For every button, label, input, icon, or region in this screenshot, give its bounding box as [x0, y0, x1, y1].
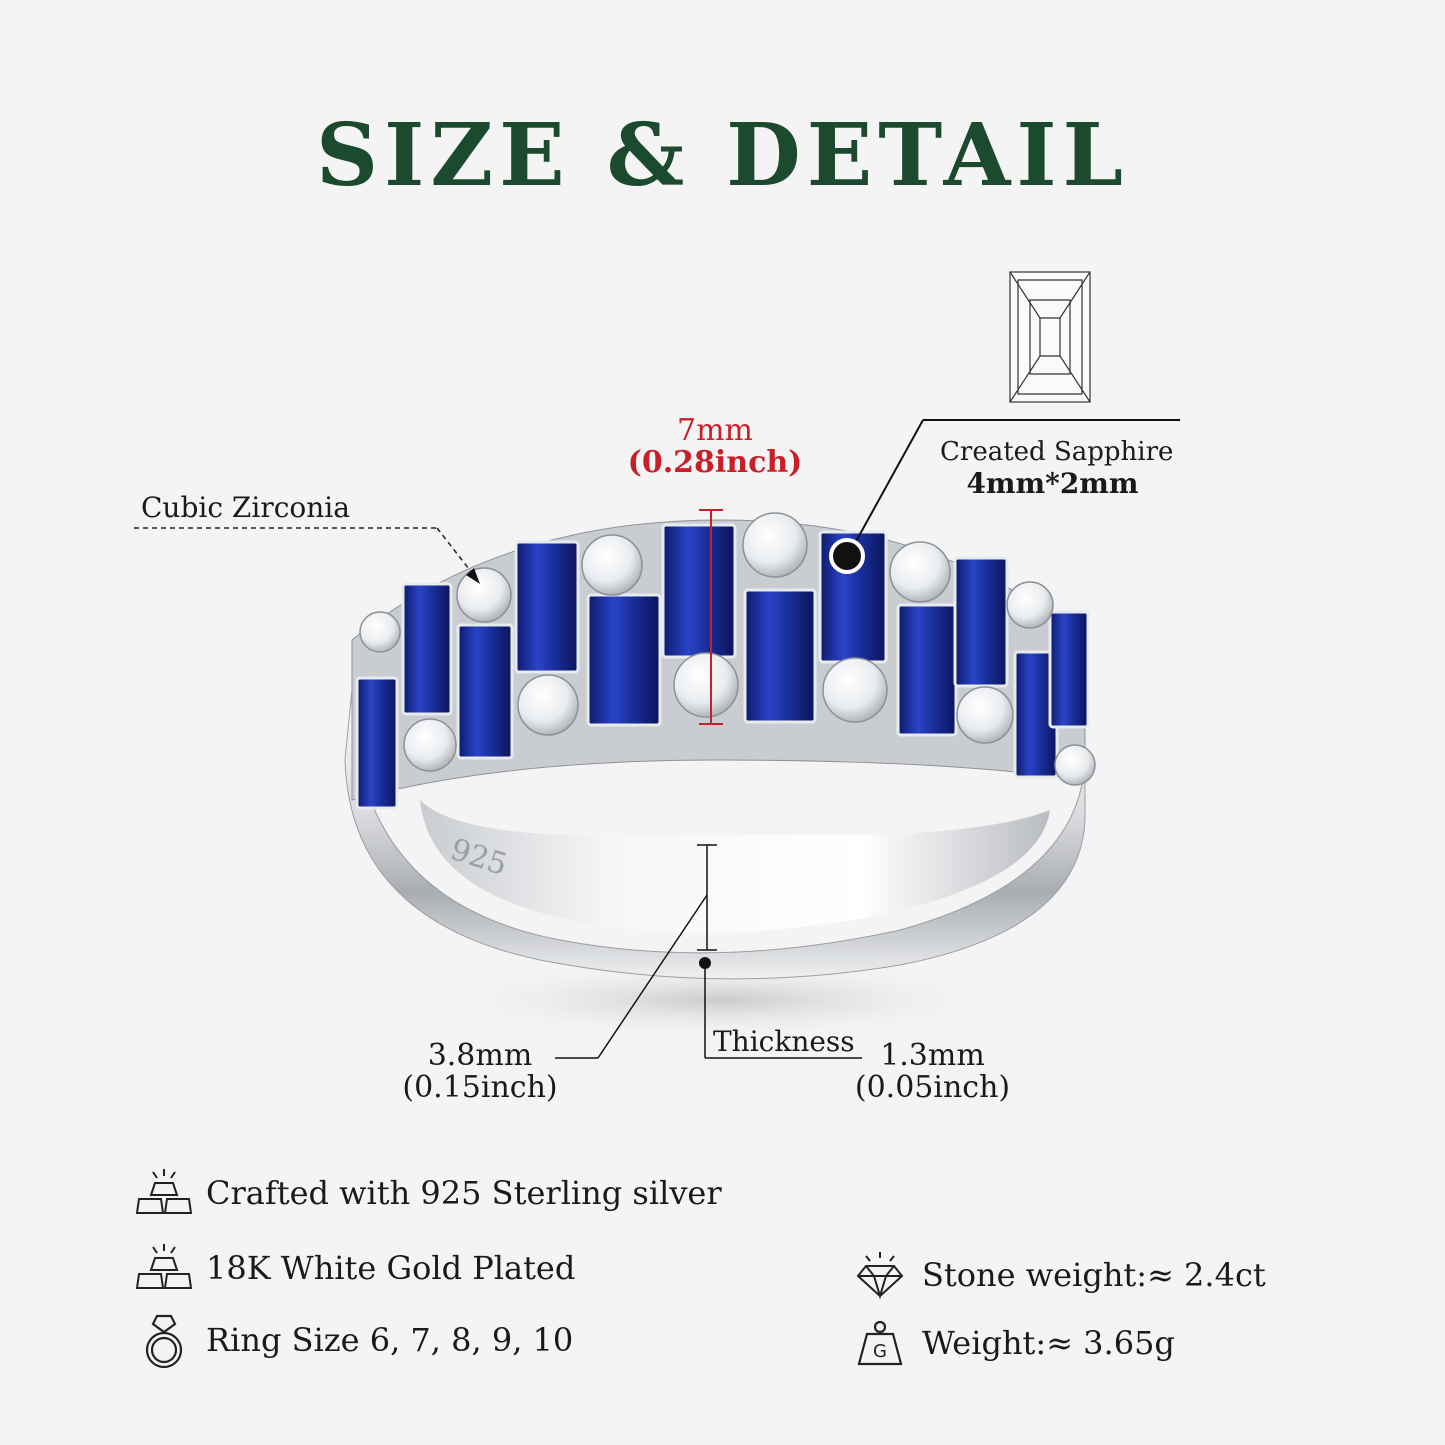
- silver-bars-icon: [132, 1165, 196, 1221]
- cz-arrow: [466, 568, 480, 584]
- thickness-value-label: 1.3mm (0.05inch): [840, 1040, 1025, 1104]
- page-title: SIZE & DETAIL: [315, 105, 1130, 206]
- gold-bars-icon: [132, 1240, 196, 1296]
- svg-text:G: G: [873, 1341, 887, 1362]
- thickness-dimension: [704, 963, 862, 1059]
- diamond-icon: [848, 1247, 912, 1303]
- feature-text: Crafted with 925 Sterling silver: [206, 1174, 722, 1212]
- width-in: (0.28inch): [627, 445, 803, 480]
- sapphire-stones: [355, 523, 1090, 810]
- feature-sterling-silver: Crafted with 925 Sterling silver: [132, 1165, 722, 1221]
- band-mm: 3.8mm: [427, 1038, 533, 1073]
- thickness-in: (0.05inch): [854, 1070, 1011, 1105]
- feature-stone-weight: Stone weight:≈ 2.4ct: [848, 1247, 1266, 1303]
- ring-inner-band: [420, 800, 1050, 933]
- feature-weight: G Weight:≈ 3.65g: [848, 1315, 1175, 1371]
- sapphire-label: Created Sapphire 4mm*2mm: [940, 436, 1174, 500]
- width-dimension: [699, 509, 723, 725]
- feature-white-gold: 18K White Gold Plated: [132, 1240, 575, 1296]
- feature-text: 18K White Gold Plated: [206, 1249, 576, 1287]
- ring-icon: [132, 1312, 196, 1369]
- weight-icon: G: [848, 1315, 912, 1371]
- feature-text: Weight:≈ 3.65g: [922, 1324, 1175, 1362]
- sapphire-name: Created Sapphire: [940, 437, 1174, 467]
- feature-ring-size: Ring Size 6, 7, 8, 9, 10: [132, 1312, 574, 1369]
- cz-leader: [134, 527, 477, 579]
- band-dimension: [555, 844, 717, 1059]
- ring-shadow: [420, 960, 1020, 1040]
- emerald-cut-diagram: [1009, 271, 1091, 403]
- band-width-label: 3.8mm (0.15inch): [385, 1040, 575, 1104]
- width-label: 7mm (0.28inch): [600, 415, 830, 479]
- feature-text: Stone weight:≈ 2.4ct: [922, 1256, 1266, 1294]
- band-in: (0.15inch): [402, 1070, 558, 1105]
- ring-band: [344, 689, 1086, 980]
- thickness-label: Thickness: [713, 1025, 855, 1058]
- width-mm: 7mm: [677, 413, 753, 448]
- cubic-zirconia-stones: [359, 512, 1096, 786]
- feature-text: Ring Size 6, 7, 8, 9, 10: [206, 1321, 574, 1359]
- sapphire-marker: [829, 538, 865, 574]
- sapphire-size: 4mm*2mm: [966, 467, 1139, 500]
- thickness-marker: [699, 957, 711, 969]
- thickness-mm: 1.3mm: [880, 1038, 985, 1073]
- cubic-zirconia-label: Cubic Zirconia: [141, 491, 350, 524]
- sapphire-leader: [853, 419, 1180, 546]
